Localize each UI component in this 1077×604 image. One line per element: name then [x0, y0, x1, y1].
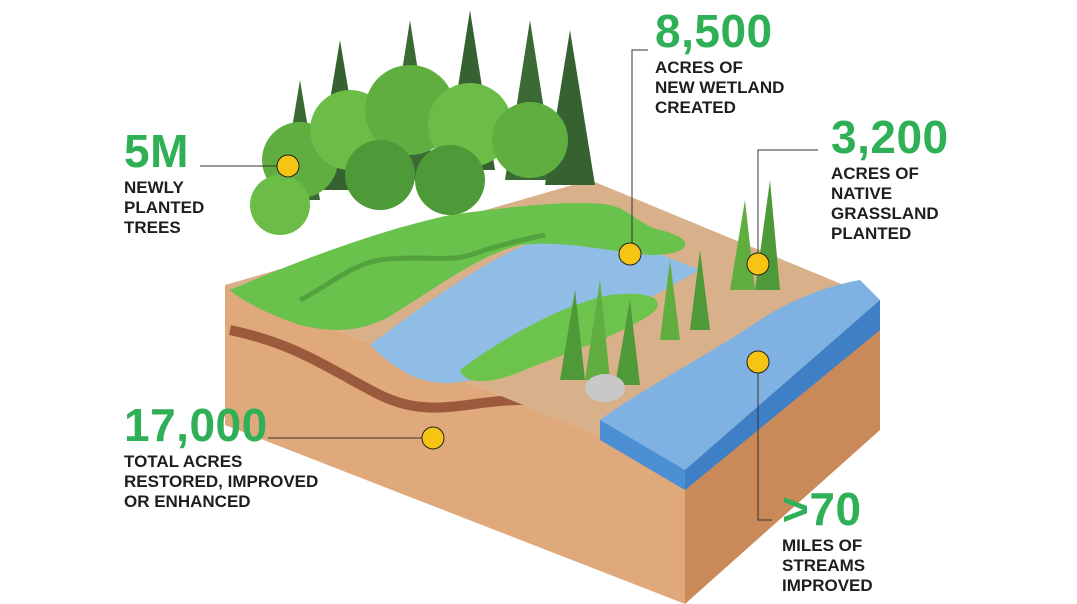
stat-wetland-value: 8,500 — [655, 5, 773, 57]
stream-right-face — [685, 300, 880, 490]
meadow-channel — [298, 232, 546, 303]
stat-acres-label: TOTAL ACRES RESTORED, IMPROVED OR ENHANC… — [124, 452, 319, 511]
stat-grassland-label: ACRES OF NATIVE GRASSLAND PLANTED — [831, 164, 939, 243]
stat-trees: 5M NEWLY PLANTED TREES — [124, 128, 204, 238]
acres-marker — [421, 426, 445, 450]
soil-right-face — [685, 300, 880, 604]
stat-wetland-label: ACRES OF NEW WETLAND CREATED — [655, 58, 785, 117]
stat-streams: >70 MILES OF STREAMS IMPROVED — [782, 486, 873, 596]
grass-island — [460, 293, 658, 382]
stat-acres: 17,000 TOTAL ACRES RESTORED, IMPROVED OR… — [124, 402, 318, 512]
stat-streams-label: MILES OF STREAMS IMPROVED — [782, 536, 873, 595]
streams-marker — [746, 350, 770, 374]
stream-water — [600, 280, 880, 470]
wetland-marker — [618, 242, 642, 266]
forest — [250, 10, 595, 235]
soil-front-face — [225, 285, 685, 604]
wetland-water — [370, 237, 700, 384]
stat-streams-value: >70 — [782, 483, 862, 535]
trees-marker — [276, 154, 300, 178]
stat-trees-label: NEWLY PLANTED TREES — [124, 178, 205, 237]
grass-meadow — [230, 203, 686, 330]
stat-trees-value: 5M — [124, 125, 189, 177]
grassland-marker — [746, 252, 770, 276]
stat-grassland: 3,200 ACRES OF NATIVE GRASSLAND PLANTED — [831, 114, 949, 244]
streams-leader — [757, 362, 772, 521]
stat-wetland: 8,500 ACRES OF NEW WETLAND CREATED — [655, 8, 784, 118]
stat-grassland-value: 3,200 — [831, 111, 949, 163]
stream-front-face — [600, 420, 685, 490]
stat-acres-value: 17,000 — [124, 399, 268, 451]
rock — [585, 374, 625, 402]
wetland-leader — [631, 49, 648, 252]
grassland-leader — [757, 149, 818, 262]
